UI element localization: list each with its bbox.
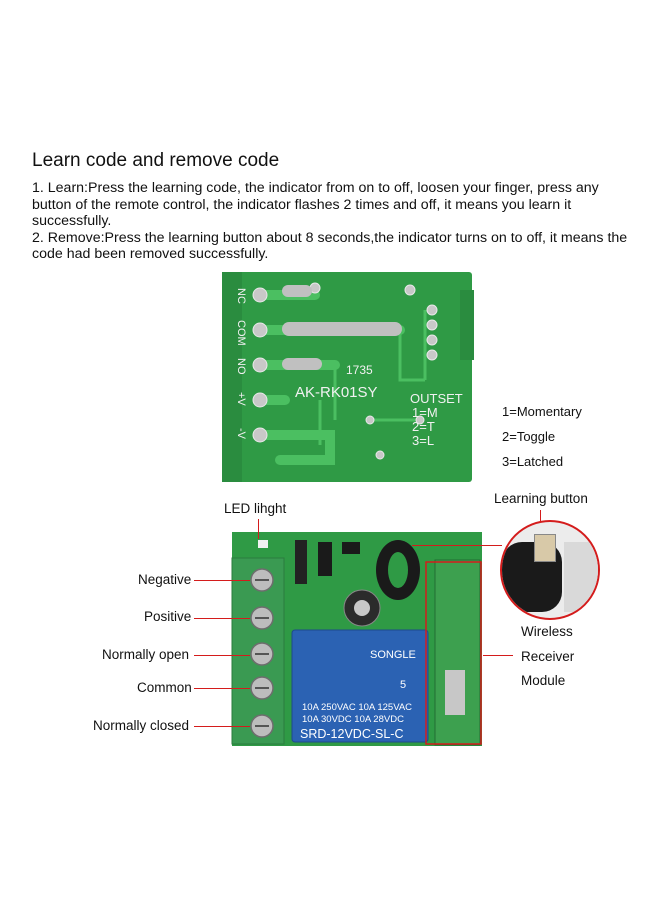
pcb-back-board bbox=[222, 272, 472, 482]
learning-button-icon bbox=[534, 534, 556, 562]
receiver-module-board bbox=[434, 559, 481, 746]
pin-label-minus-v: -V bbox=[235, 428, 247, 440]
positive-label: Positive bbox=[144, 609, 192, 624]
module-callout-line bbox=[483, 655, 513, 656]
remove-instruction: 2. Remove:Press the learning button abou… bbox=[32, 229, 628, 263]
led-callout-line bbox=[258, 519, 259, 539]
outset-option-2: 2=T bbox=[412, 419, 435, 434]
pcb-back-image: NC COM NO +V -V 1735 AK-RK01SY OUTSET 1=… bbox=[222, 272, 474, 482]
relay-rating-ac: 10A 250VAC 10A 125VAC bbox=[302, 702, 412, 713]
learn-instruction: 1. Learn:Press the learning code, the in… bbox=[32, 180, 599, 229]
led-callout-label: LED lihght bbox=[224, 501, 287, 516]
relay-model: SRD-12VDC-SL-C bbox=[300, 727, 404, 741]
pin-label-nc: NC bbox=[235, 288, 247, 304]
led-indicator bbox=[258, 540, 268, 548]
pin-label-com: COM bbox=[235, 320, 247, 346]
negative-label: Negative bbox=[138, 572, 192, 587]
normally-open-label: Normally open bbox=[102, 647, 190, 662]
outset-title: OUTSET bbox=[410, 391, 463, 406]
pin-label-plus-v: +V bbox=[235, 392, 247, 406]
relay-brand: SONGLE bbox=[370, 649, 416, 661]
relay bbox=[291, 629, 429, 743]
relay-ul-number: 5 bbox=[400, 679, 406, 691]
mode-momentary: 1=Momentary bbox=[502, 404, 582, 419]
module-outline bbox=[425, 561, 482, 745]
outset-option-3: 3=L bbox=[412, 433, 434, 448]
board-model: AK-RK01SY bbox=[295, 384, 378, 401]
mode-toggle: 2=Toggle bbox=[502, 429, 556, 444]
learning-button-leader bbox=[412, 545, 502, 546]
instructions: 1. Learn:Press the learning code, the in… bbox=[32, 180, 632, 263]
mode-latched: 3=Latched bbox=[502, 454, 564, 469]
pcb-front-image: SONGLE 5 10A 250VAC 10A 125VAC 10A 30VDC… bbox=[231, 532, 482, 746]
learning-button-magnifier bbox=[500, 520, 600, 620]
page-title: Learn code and remove code bbox=[32, 150, 280, 171]
module-label-line1: Wireless bbox=[521, 624, 573, 639]
outset-option-1: 1=M bbox=[412, 405, 438, 420]
silkscreen-code: 1735 bbox=[346, 363, 373, 377]
module-label-line2: Receiver bbox=[521, 649, 575, 664]
pin-label-no: NO bbox=[235, 358, 247, 375]
module-label-line3: Module bbox=[521, 673, 566, 688]
learning-button-label: Learning button bbox=[494, 491, 588, 506]
regulator-chip bbox=[295, 540, 307, 584]
relay-rating-dc: 10A 30VDC 10A 28VDC bbox=[302, 714, 404, 725]
normally-closed-label: Normally closed bbox=[93, 718, 190, 733]
common-label: Common bbox=[137, 680, 192, 695]
